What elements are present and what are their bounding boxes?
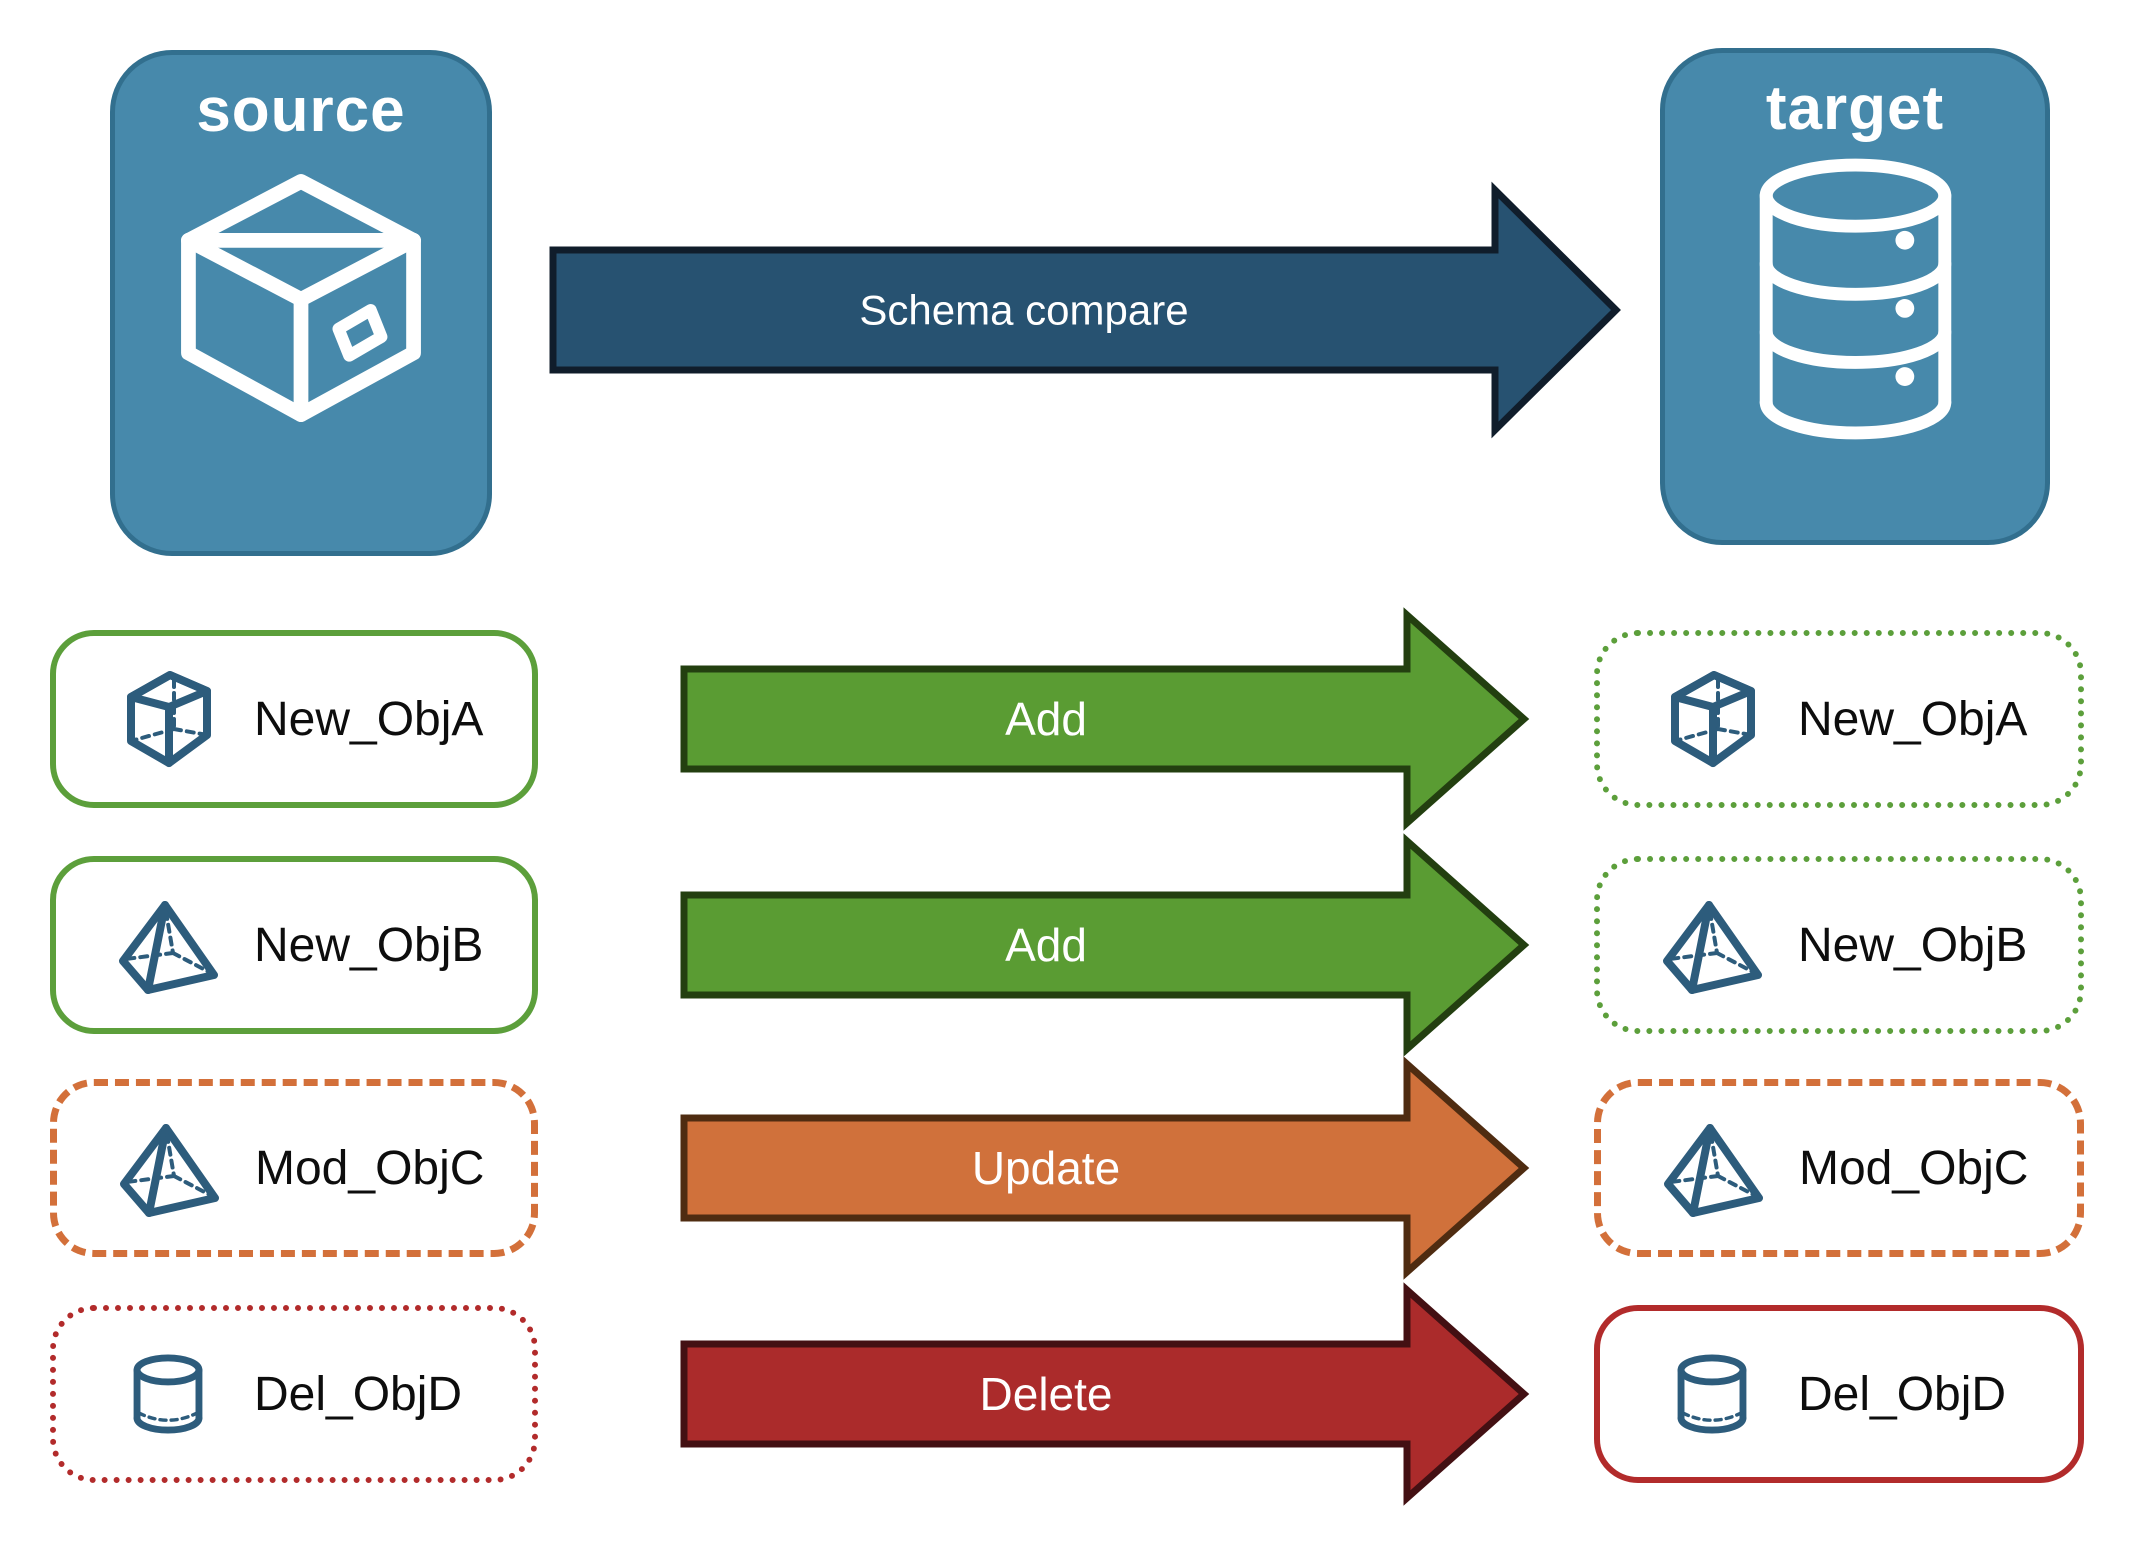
source-object-del-objd: Del_ObjD: [50, 1305, 538, 1483]
source-object-new-obja: New_ObjA: [50, 630, 538, 808]
cylinder-icon: [118, 1339, 218, 1449]
target-title: target: [1765, 74, 1945, 143]
target-object-new-obja: New_ObjA: [1594, 630, 2084, 808]
source-object-new-objb: New_ObjB: [50, 856, 538, 1034]
add-arrow-label: Add: [1005, 693, 1087, 745]
object-label: Del_ObjD: [1798, 1367, 2007, 1421]
object-label: New_ObjB: [254, 918, 484, 972]
database-icon: [1759, 158, 1951, 440]
add-arrow-row2: Add: [680, 833, 1530, 1057]
object-label: Del_ObjD: [254, 1367, 463, 1421]
object-label: New_ObjA: [1798, 692, 2028, 746]
source-title: source: [196, 76, 406, 145]
package-icon: [181, 174, 421, 422]
object-label: Mod_ObjC: [255, 1141, 485, 1195]
object-label: New_ObjB: [1798, 918, 2028, 972]
update-arrow-label: Update: [972, 1142, 1120, 1194]
schema-compare-arrow-label: Schema compare: [859, 287, 1188, 334]
pyramid-icon: [1663, 1113, 1763, 1223]
pyramid-icon: [118, 890, 218, 1000]
delete-arrow-label: Delete: [980, 1368, 1113, 1420]
target-object-mod-objc: Mod_ObjC: [1594, 1079, 2084, 1257]
update-arrow-row3: Update: [680, 1056, 1530, 1280]
target-panel: target: [1660, 48, 2050, 545]
source-object-mod-objc: Mod_ObjC: [50, 1079, 538, 1257]
object-label: Mod_ObjC: [1799, 1141, 2029, 1195]
cylinder-icon: [1662, 1339, 1762, 1449]
target-object-new-objb: New_ObjB: [1594, 856, 2084, 1034]
cube-icon: [1662, 664, 1762, 774]
pyramid-icon: [119, 1113, 219, 1223]
source-panel: source: [110, 50, 492, 556]
add-arrow-row1: Add: [680, 607, 1530, 831]
delete-arrow-row4: Delete: [680, 1282, 1530, 1506]
target-object-del-objd: Del_ObjD: [1594, 1305, 2084, 1483]
add-arrow-label: Add: [1005, 919, 1087, 971]
cube-icon: [118, 664, 218, 774]
object-label: New_ObjA: [254, 692, 484, 746]
pyramid-icon: [1662, 890, 1762, 1000]
schema-compare-arrow: Schema compare: [549, 181, 1621, 439]
